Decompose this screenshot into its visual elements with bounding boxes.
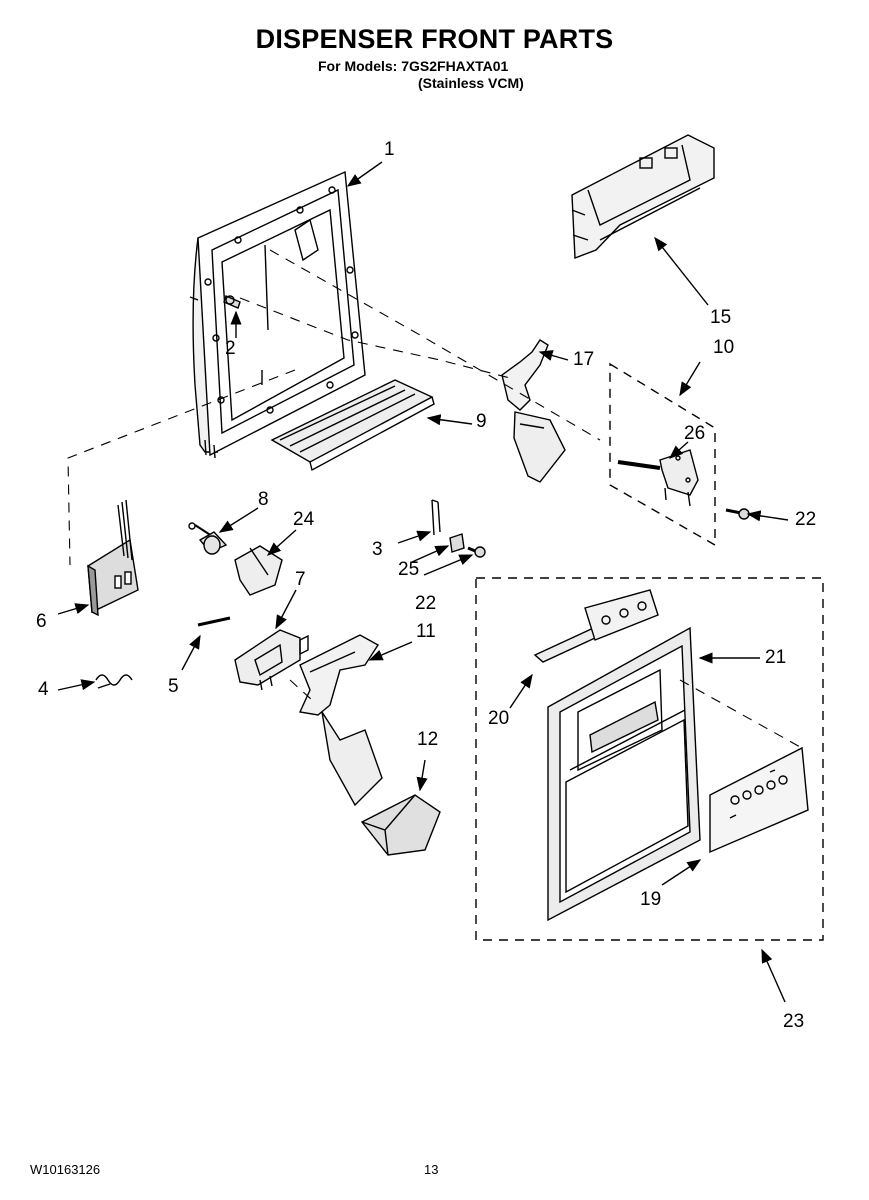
variant-line: (Stainless VCM) [418,75,524,91]
front-panel-part-21 [547,626,701,922]
callout-5: 5 [168,676,179,697]
callout-3: 3 [372,539,383,560]
model-line: For Models: 7GS2FHAXTA01 [318,58,509,74]
switch-module-part-6 [87,499,139,617]
document-number: W10163126 [30,1162,101,1177]
callout-10: 10 [713,337,735,358]
page-title: DISPENSER FRONT PARTS [255,24,614,54]
control-panel-part-19 [709,746,809,854]
pad-part-25 [449,533,465,553]
callout-20: 20 [488,708,510,729]
assembly-box-10 [609,362,716,547]
rod-bracket-part-26 [617,449,699,507]
callout-21: 21 [765,647,787,668]
page-number: 13 [424,1162,439,1177]
spring-part-4 [95,674,133,689]
callout-26: 26 [684,423,706,444]
pin-part-5 [197,616,231,627]
bracket-part-20 [533,589,659,663]
drip-tray-part-9 [270,379,435,472]
cover-part-24 [234,545,283,596]
bracket-part-15 [571,134,715,259]
callout-6: 6 [36,611,47,632]
callout-12: 12 [417,729,439,750]
callout-11: 11 [416,621,436,642]
callout-4: 4 [38,679,49,700]
funnel-part-12 [360,794,441,856]
clip-part-3 [431,499,441,536]
actuator-part-17 [501,339,566,483]
callout-2: 2 [225,338,236,359]
housing-frame-part-1 [189,170,366,459]
screw-part-2 [223,295,241,309]
assembly-box-23 [475,577,824,941]
callout-19: 19 [640,889,662,910]
callout-23: 23 [783,1011,805,1032]
switch-housing-part-7 [234,629,309,691]
water-lever-part-11 [298,634,383,807]
callout-15: 15 [710,307,732,328]
callout-25: 25 [398,559,420,580]
callout-22-lower: 22 [415,593,437,614]
callout-7: 7 [295,569,306,590]
screw-part-22-b [467,546,486,558]
screw-part-22-a [725,508,750,520]
callout-24: 24 [293,509,315,530]
callout-9: 9 [476,411,487,432]
callout-8: 8 [258,489,269,510]
callout-17: 17 [573,349,595,370]
callout-1: 1 [384,139,395,160]
solenoid-part-8 [188,522,228,555]
callout-22-upper: 22 [795,509,817,530]
